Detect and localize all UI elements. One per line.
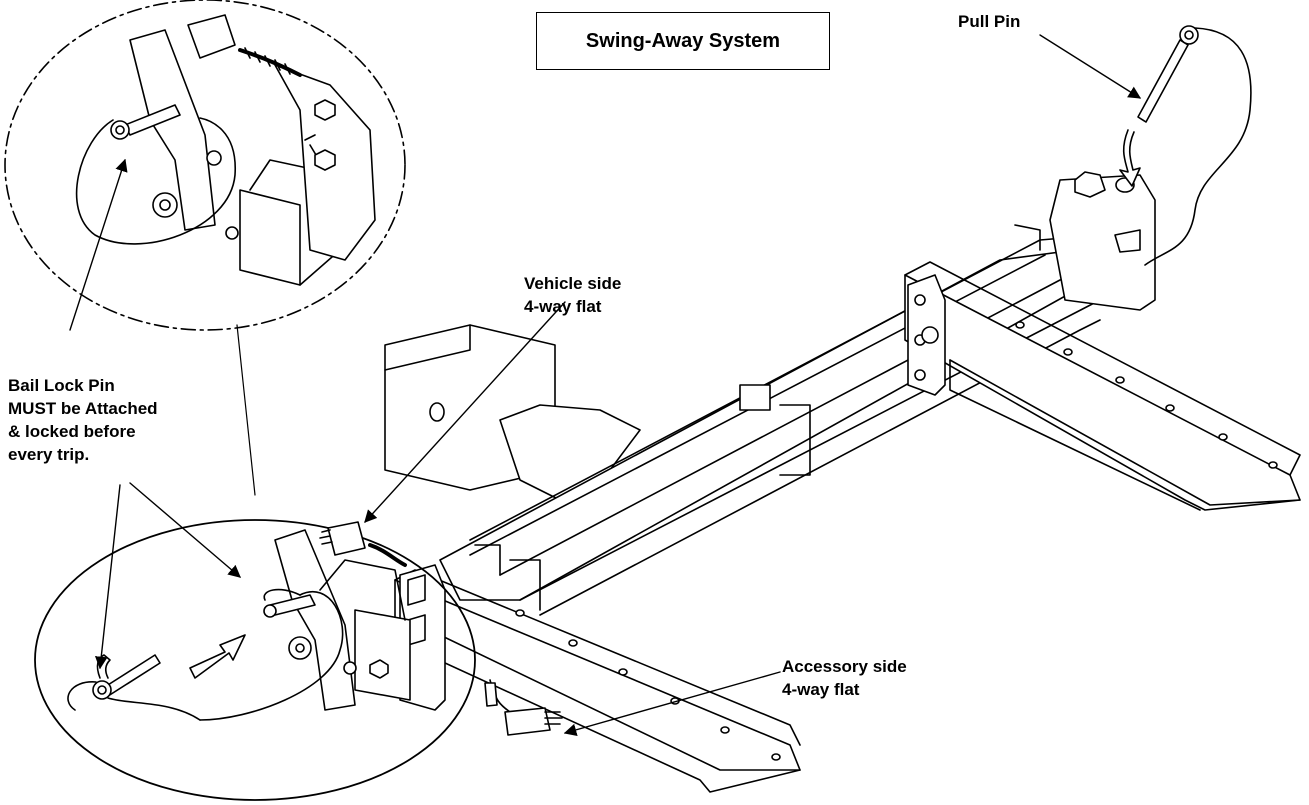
receiver-bracket [499,404,641,501]
vehicle-side-line-2: 4-way flat [524,297,602,316]
tow-bar-frame [384,171,1301,793]
vehicle-side-line-1: Vehicle side [524,274,622,293]
bail-lock-line-3: & locked before [8,422,136,441]
accessory-side-label: Accessory side 4-way flat [782,655,907,701]
detail-view-upper [4,0,406,331]
detail-view-lower [34,519,476,801]
accessory-side-line-2: 4-way flat [782,680,860,699]
callout-leaders [69,34,1142,736]
pull-pin-illustration [1119,25,1252,266]
vehicle-side-label: Vehicle side 4-way flat [524,272,621,318]
pull-pin-label: Pull Pin [958,12,1021,31]
accessory-connector [484,679,563,736]
coupler-head [1049,174,1156,311]
cross-arm-right [904,274,1301,511]
accessory-side-line-1: Accessory side [782,657,907,676]
cross-arm-left [394,579,801,793]
bail-lock-line-2: MUST be Attached [8,399,158,418]
insert-arrow-icon [1119,129,1141,187]
diagram-title: Swing-Away System [536,12,830,70]
insert-direction-arrow-icon [189,634,246,679]
bail-lock-label: Bail Lock Pin MUST be Attached & locked … [8,374,158,466]
bail-lock-line-4: every trip. [8,445,90,464]
bail-lock-line-1: Bail Lock Pin [8,376,115,395]
